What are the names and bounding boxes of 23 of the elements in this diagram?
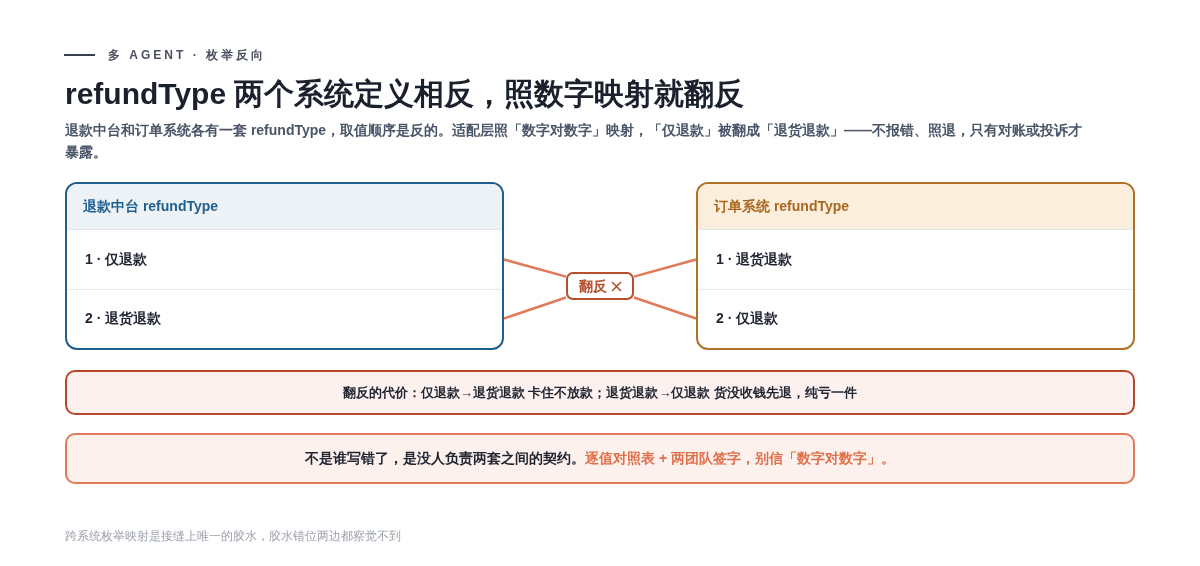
- system-card: [696, 182, 1135, 350]
- card-title: 退款中台 refundType: [83, 197, 219, 216]
- connector-line: [633, 258, 697, 278]
- enum-value-label: 1 · 仅退款: [85, 250, 148, 269]
- system-card: [65, 182, 504, 350]
- footer-note: 跨系统枚举映射是接缝上唯一的胶水，胶水错位两边都察觉不到: [65, 528, 401, 544]
- card-title: 订单系统 refundType: [714, 197, 850, 216]
- note-box: [65, 370, 1135, 415]
- connector-line: [503, 258, 567, 278]
- connector-line: [633, 296, 697, 320]
- enum-value-label: 2 · 退货退款: [85, 309, 162, 328]
- connector-line: [503, 296, 567, 320]
- eyebrow-label: 多 AGENT · 枚举反向: [108, 47, 266, 63]
- enum-value-label: 1 · 退货退款: [716, 250, 793, 269]
- note-box: [65, 433, 1135, 484]
- flip-badge: [566, 272, 634, 300]
- highlight-text: 逐值对照表 + 两团队签字，别信「数字对数字」。: [585, 449, 895, 468]
- note-text: 不是谁写错了，是没人负责两套之间的契约。: [305, 449, 585, 468]
- badge-label: 翻反: [578, 278, 607, 294]
- page-title: refundType 两个系统定义相反，照数字映射就翻反: [65, 76, 745, 112]
- enum-value-label: 2 · 仅退款: [716, 309, 779, 328]
- subtitle-text: 退款中台和订单系统各有一套 refundType，取值顺序是反的。适配层照「数字对数字」映射，「仅退款」被翻成「退货退款」——不报错、照退，只有对账或投诉才暴露。: [65, 121, 1084, 162]
- note-text: 翻反的代价：仅退款→退货退款 卡住不放款；退货退款→仅退款 货没收钱先退，纯亏一件: [342, 383, 858, 402]
